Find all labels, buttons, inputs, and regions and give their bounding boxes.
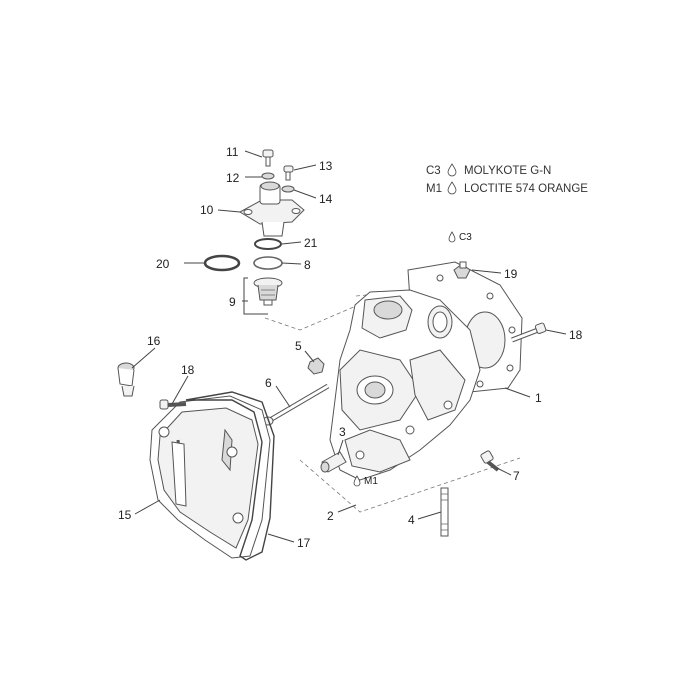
drop-icon [447, 163, 457, 177]
gasket-part-8 [253, 256, 283, 270]
callout-4: 4 [408, 513, 415, 527]
callout-5: 5 [295, 339, 302, 353]
marker-m1: M1 [364, 476, 378, 487]
dowel-part-3 [320, 451, 347, 473]
callout-2: 2 [327, 509, 334, 523]
leader-lines [131, 150, 567, 543]
callout-1: 1 [535, 391, 542, 405]
callout-12: 12 [226, 171, 240, 185]
bolt-part-18-right [511, 322, 547, 343]
legend-text-m1: LOCTITE 574 ORANGE [464, 183, 588, 195]
thermostat-housing-group [203, 149, 305, 315]
screw-part-7 [480, 450, 500, 472]
drop-icon [448, 231, 456, 243]
washer-part-12 [261, 172, 275, 180]
drop-icon [447, 181, 457, 195]
callout-labels: 11 12 13 14 10 21 8 20 9 19 18 1 5 6 3 2… [118, 145, 583, 550]
callout-20: 20 [156, 257, 170, 271]
washer-part-14 [281, 185, 295, 193]
marker-c3: C3 [459, 232, 472, 243]
cover-gasket-part-17 [185, 391, 275, 561]
bolt-part-6 [262, 383, 330, 426]
thermostat-cover-part-10 [238, 181, 305, 237]
callout-11: 11 [226, 145, 239, 159]
callout-17: 17 [297, 536, 311, 550]
callout-19: 19 [504, 267, 518, 281]
cylinder-head-part-1 [329, 261, 523, 481]
screw-part-11 [262, 149, 274, 167]
bolt-part-18-left [159, 399, 187, 410]
callout-14: 14 [319, 192, 333, 206]
callout-18-left: 18 [181, 363, 195, 377]
head-cover-part-15 [149, 395, 271, 559]
nut-part-5 [307, 357, 325, 375]
oil-filler-cap-part-16 [117, 362, 135, 397]
legend: C3 MOLYKOTE G-N M1 LOCTITE 574 ORANGE [426, 163, 588, 195]
callout-21: 21 [304, 236, 318, 250]
callout-18-right: 18 [569, 328, 583, 342]
callout-15: 15 [118, 508, 132, 522]
legend-code-m1: M1 [426, 183, 442, 195]
legend-code-c3: C3 [426, 165, 441, 177]
callout-16: 16 [147, 334, 161, 348]
callout-9: 9 [229, 295, 236, 309]
sensor-part-19 [453, 261, 471, 279]
screw-part-13 [283, 165, 294, 181]
callout-7: 7 [513, 469, 520, 483]
legend-text-c3: MOLYKOTE G-N [464, 165, 551, 177]
o-ring-part-21 [254, 238, 282, 250]
callout-10: 10 [200, 203, 214, 217]
callout-6: 6 [265, 376, 272, 390]
callout-3: 3 [339, 425, 346, 439]
drop-icon [353, 475, 361, 487]
thermostat-part-9 [253, 277, 283, 306]
callout-8: 8 [304, 258, 311, 272]
seal-ring-part-20 [203, 254, 241, 272]
stud-part-4 [440, 487, 449, 537]
callout-13: 13 [319, 159, 333, 173]
